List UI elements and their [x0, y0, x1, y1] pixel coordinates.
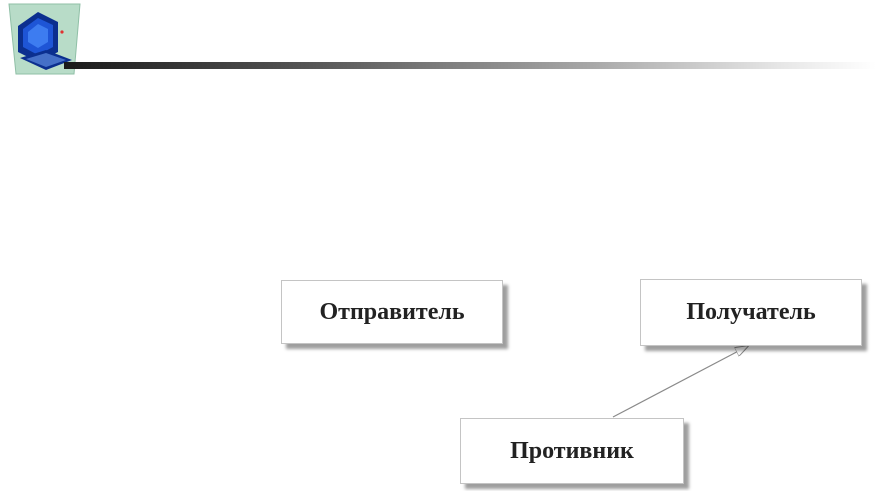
sender-box: Отправитель — [281, 280, 503, 344]
receiver-label: Получатель — [686, 299, 816, 325]
adversary-box: Противник — [460, 418, 684, 484]
receiver-box: Получатель — [640, 279, 862, 346]
sender-label: Отправитель — [319, 298, 465, 325]
computer-icon — [8, 3, 81, 75]
arrow-adversary-to-receiver — [612, 346, 748, 418]
header-rule — [64, 62, 876, 69]
adversary-label: Противник — [510, 437, 634, 464]
